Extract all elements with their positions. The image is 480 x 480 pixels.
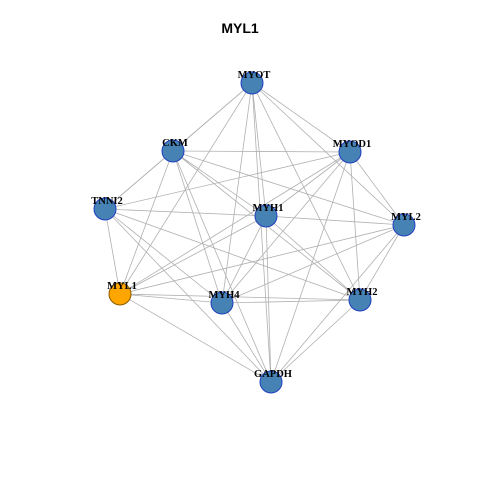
edge-myl2-myl1 bbox=[119, 224, 405, 295]
node-label-myh4: MYH4 bbox=[209, 290, 241, 301]
edge-myl2-myh2 bbox=[359, 224, 405, 301]
edges-layer bbox=[104, 82, 405, 383]
edge-myl2-myh4 bbox=[221, 224, 405, 304]
node-label-myl1: MYL1 bbox=[107, 281, 137, 292]
edge-ckm-myh1 bbox=[172, 150, 267, 217]
edge-myh1-myl2 bbox=[265, 215, 405, 226]
node-label-myot: MYOT bbox=[238, 70, 271, 81]
edge-myod1-myl1 bbox=[119, 151, 351, 295]
edge-ckm-tnni2 bbox=[104, 150, 174, 210]
node-myh2 bbox=[348, 288, 372, 312]
edge-myod1-tnni2 bbox=[104, 151, 351, 210]
edge-myl2-gapdh bbox=[270, 224, 405, 383]
node-label-myh2: MYH2 bbox=[347, 287, 378, 298]
node-myl1 bbox=[108, 282, 132, 306]
edge-ckm-myh4 bbox=[172, 150, 223, 304]
node-label-myl2: MYL2 bbox=[391, 212, 421, 223]
edge-myod1-myh1 bbox=[265, 151, 351, 217]
edge-ckm-myl1 bbox=[119, 150, 174, 295]
edge-myod1-myh4 bbox=[221, 151, 351, 304]
node-myl2 bbox=[392, 213, 416, 237]
chart-title: MYL1 bbox=[221, 20, 259, 36]
edge-ckm-myl2 bbox=[172, 150, 405, 226]
edge-myot-myh4 bbox=[221, 82, 253, 304]
edge-myh1-myh2 bbox=[265, 215, 361, 301]
edge-myh1-myl1 bbox=[119, 215, 267, 295]
edge-myod1-gapdh bbox=[270, 151, 351, 383]
edge-myh1-myh4 bbox=[221, 215, 267, 304]
edge-tnni2-myh1 bbox=[104, 208, 267, 217]
edge-myot-myl2 bbox=[251, 82, 405, 226]
node-label-myod1: MYOD1 bbox=[333, 139, 372, 150]
edge-tnni2-myl1 bbox=[104, 208, 121, 295]
node-myod1 bbox=[338, 140, 362, 164]
edge-myot-myh1 bbox=[251, 82, 267, 217]
edge-myot-gapdh bbox=[251, 82, 272, 383]
edge-myh4-myh2 bbox=[221, 299, 361, 304]
node-label-gapdh: GAPDH bbox=[254, 369, 292, 380]
edge-tnni2-myh2 bbox=[104, 208, 361, 301]
edge-myh2-gapdh bbox=[270, 299, 361, 383]
node-gapdh bbox=[259, 370, 283, 394]
edge-myot-myh2 bbox=[251, 82, 361, 301]
node-myot bbox=[240, 71, 264, 95]
edge-myl1-myh4 bbox=[119, 293, 223, 304]
edge-myod1-myl2 bbox=[349, 151, 405, 226]
edge-tnni2-myh4 bbox=[104, 208, 223, 304]
node-myh4 bbox=[210, 291, 234, 315]
edge-myod1-myh2 bbox=[349, 151, 361, 301]
edge-myl1-myh2 bbox=[119, 293, 361, 301]
node-label-ckm: CKM bbox=[162, 138, 188, 149]
node-myh1 bbox=[254, 204, 278, 228]
node-label-tnni2: TNNI2 bbox=[91, 196, 123, 207]
nodes-layer bbox=[93, 71, 416, 394]
edge-myh4-gapdh bbox=[221, 302, 272, 383]
node-label-myh1: MYH1 bbox=[253, 203, 284, 214]
edge-myh1-gapdh bbox=[265, 215, 272, 383]
node-ckm bbox=[161, 139, 185, 163]
edge-ckm-myod1 bbox=[172, 150, 351, 153]
edge-myot-myl1 bbox=[119, 82, 253, 295]
node-tnni2 bbox=[93, 197, 117, 221]
edge-myot-myod1 bbox=[251, 82, 351, 153]
edge-myl1-gapdh bbox=[119, 293, 272, 383]
